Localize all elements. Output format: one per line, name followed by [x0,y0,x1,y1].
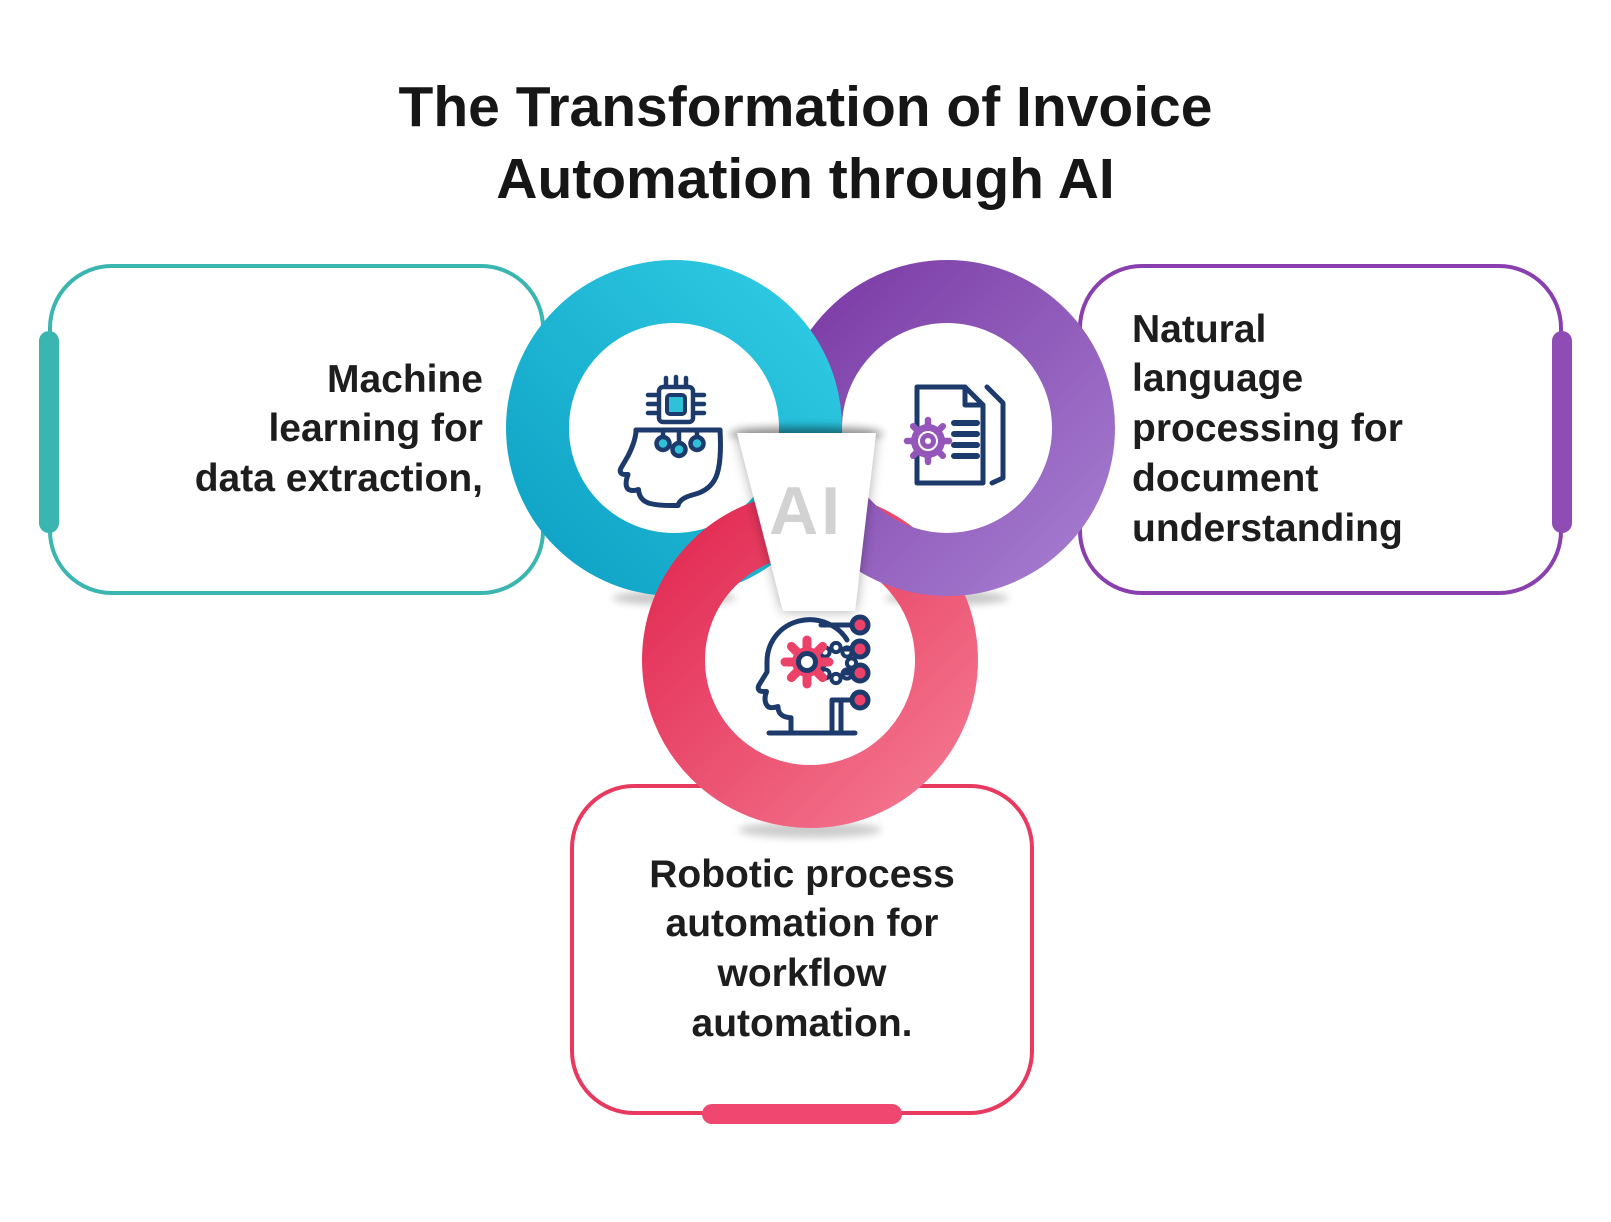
teal-accent-bar [39,331,59,533]
teal-ring [506,260,842,596]
purple-ring-shadow [885,591,1009,605]
page-title: The Transformation of Invoice Automation… [398,75,1213,211]
purple-ring [811,292,1084,565]
center-wedge [737,433,876,611]
card-nlp: Natural language processing for document… [1078,264,1572,595]
document-gear-icon [903,384,1006,486]
pink-ring [642,492,978,828]
head-chip-icon [617,374,723,509]
purple-over-pink-crossing [811,292,1084,565]
rpa-text: Robotic process automation for workflow … [649,852,955,1046]
machine-learning-text: Machine learning for data extraction, [194,357,483,501]
card-rpa: Robotic process automation for workflow … [570,784,1034,1124]
nlp-text: Natural language processing for document… [1132,307,1403,551]
ai-label: AI [769,473,843,549]
purple-accent-bar [1552,331,1572,533]
wedge-top-shadow [728,426,884,442]
head-gear-circuit-icon [755,614,871,736]
card-machine-learning: Machine learning for data extraction, [39,264,545,595]
pink-accent-bar [702,1104,902,1124]
teal-ring-shadow [612,591,736,605]
